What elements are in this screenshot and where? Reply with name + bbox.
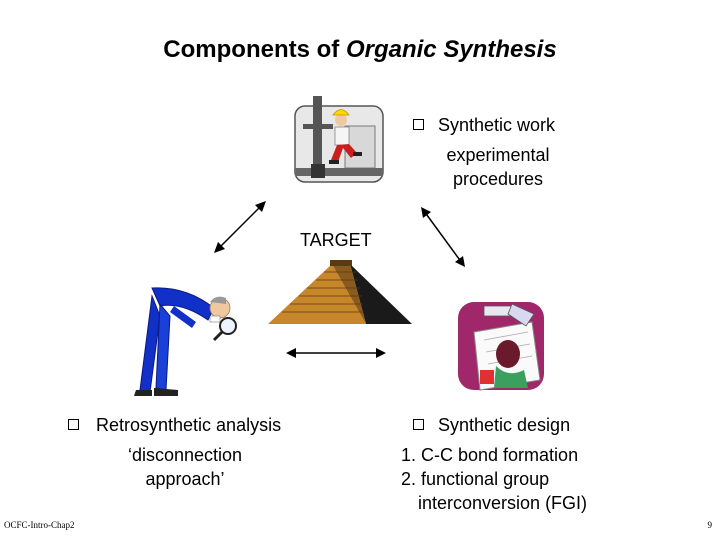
worker-clipart-icon xyxy=(294,96,384,183)
arrow-right-diagonal-icon xyxy=(421,207,465,267)
synthetic-work-bullet xyxy=(413,119,424,130)
synthetic-design-bullet xyxy=(413,419,424,430)
title-prefix: Components of xyxy=(163,36,346,63)
retrosynthetic-heading: Retrosynthetic analysis xyxy=(96,415,282,435)
retrosynthetic-line-2: approach’ xyxy=(145,469,225,489)
retrosynthetic-line-1: ‘disconnection xyxy=(127,445,243,465)
slide-title: Components of Organic Synthesis xyxy=(0,36,720,64)
arrow-horizontal-icon xyxy=(286,348,386,358)
synthetic-design-line-3: interconversion (FGI) xyxy=(418,493,588,513)
footer-course-code: OCFC-Intro-Chap2 xyxy=(4,520,75,530)
synthetic-work-heading: Synthetic work xyxy=(438,115,556,135)
retrosynthetic-bullet xyxy=(68,419,79,430)
synthetic-design-heading: Synthetic design xyxy=(438,415,571,435)
detective-magnifier-icon xyxy=(134,287,237,396)
arrow-left-diagonal-icon xyxy=(214,201,266,253)
synthetic-design-line-2: 2. functional group xyxy=(401,469,550,489)
synthetic-work-line-1: experimental xyxy=(446,145,550,165)
title-emphasis: Organic Synthesis xyxy=(345,36,557,63)
target-label: TARGET xyxy=(300,230,372,250)
footer-page-number: 9 xyxy=(707,520,713,530)
synthetic-design-line-1: 1. C-C bond formation xyxy=(401,445,579,465)
synthetic-work-line-2: procedures xyxy=(452,169,544,189)
pyramid-target-icon xyxy=(268,260,412,324)
design-clipart-icon xyxy=(458,302,544,391)
